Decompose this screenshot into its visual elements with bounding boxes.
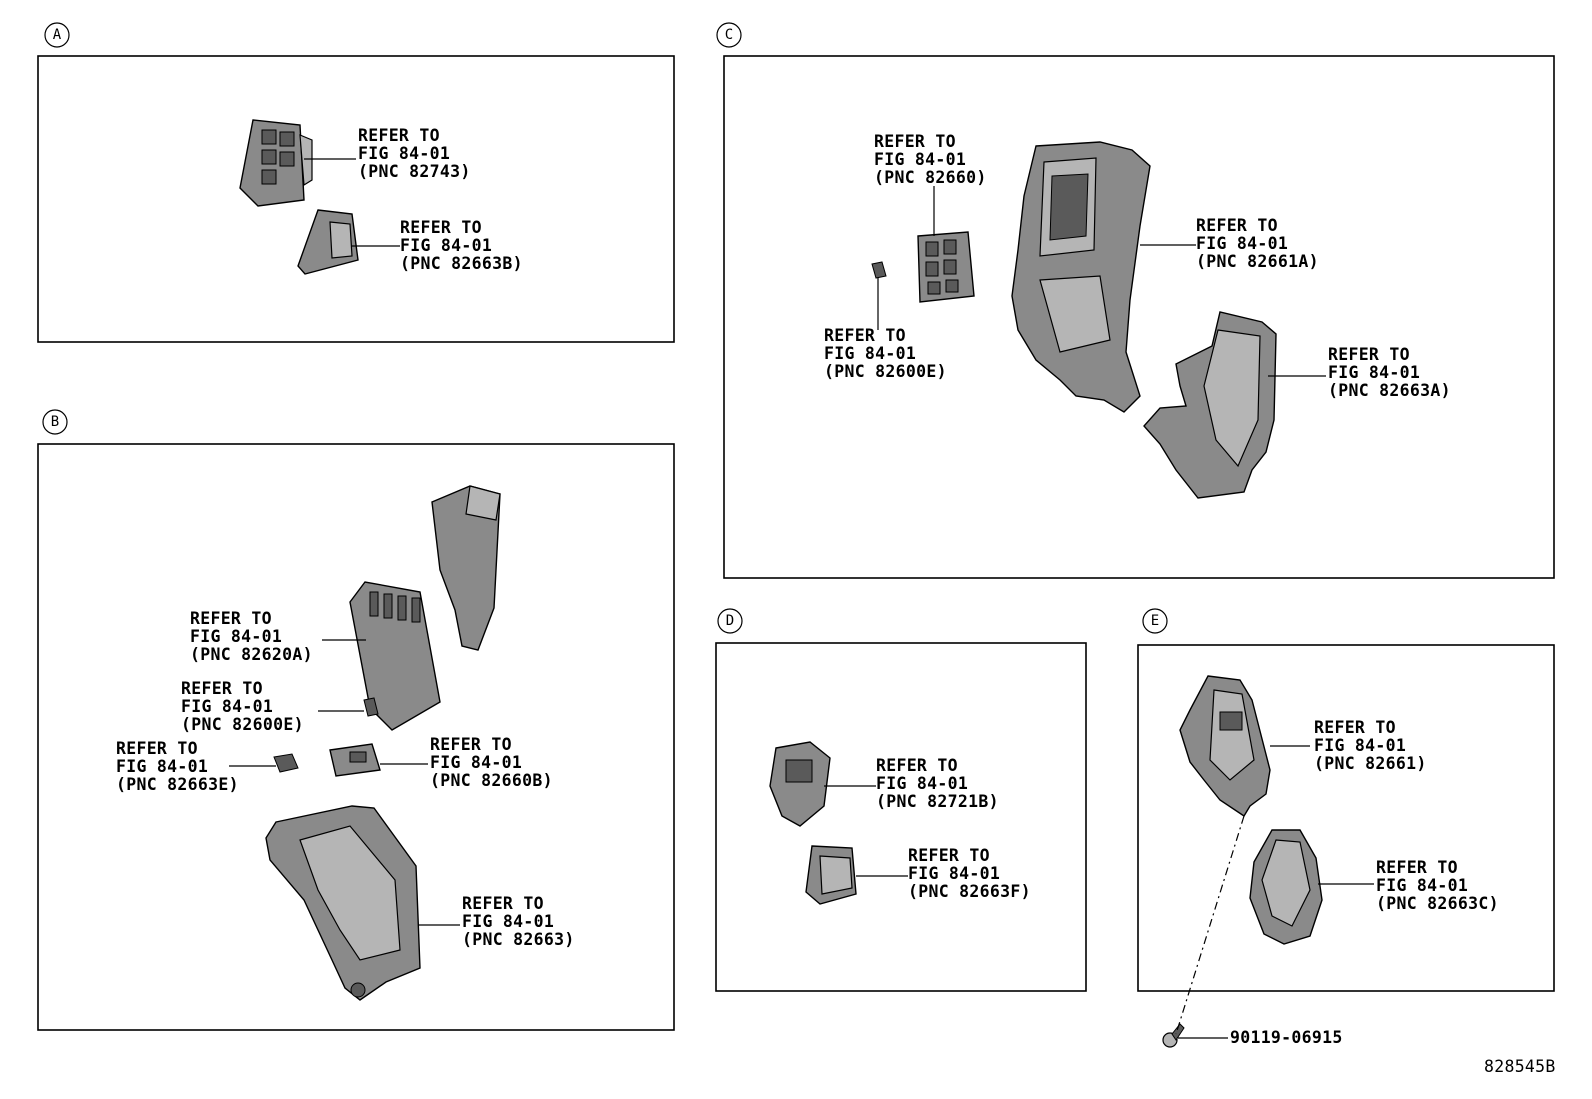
panel-e-frame bbox=[1137, 644, 1555, 992]
relay-block-82660 bbox=[917, 231, 975, 303]
junction-box-82661 bbox=[1179, 675, 1271, 817]
section-a-circle bbox=[44, 22, 70, 48]
panel-c-frame bbox=[723, 55, 1555, 579]
relay-block-82743 bbox=[239, 119, 313, 207]
junction-block-top-b bbox=[431, 485, 501, 651]
lower-box-82663 bbox=[265, 805, 421, 1001]
relay-82660b bbox=[329, 743, 381, 777]
junction-box-82661a bbox=[1011, 141, 1151, 413]
section-c-circle bbox=[716, 22, 742, 48]
section-e-label: E bbox=[1150, 613, 1160, 629]
bolt-90119-06915 bbox=[1162, 1023, 1185, 1048]
relay-block-82620a bbox=[349, 581, 441, 731]
clip-82600e-c bbox=[871, 261, 887, 279]
drawing-number: 828545B bbox=[1484, 1057, 1556, 1076]
section-d-label: D bbox=[725, 613, 735, 629]
relay-holder-82721b bbox=[769, 741, 831, 827]
section-d-circle bbox=[717, 608, 743, 634]
panel-d-frame bbox=[715, 642, 1087, 992]
panel-b-frame bbox=[37, 443, 675, 1031]
bolt-part-number: 90119-06915 bbox=[1230, 1028, 1343, 1047]
section-e-circle bbox=[1142, 608, 1168, 634]
clip-82600e-b bbox=[363, 697, 379, 717]
cover-82663b bbox=[297, 209, 359, 275]
cover-82663c bbox=[1249, 829, 1323, 945]
cover-82663a bbox=[1143, 311, 1277, 499]
bolt-install-line bbox=[1175, 815, 1245, 1035]
connector-82663e bbox=[273, 753, 299, 773]
panel-a-frame bbox=[37, 55, 675, 343]
cover-82663f bbox=[805, 845, 857, 905]
section-a-label: A bbox=[52, 27, 62, 43]
section-b-label: B bbox=[50, 414, 60, 430]
section-c-label: C bbox=[724, 27, 734, 43]
section-b-circle bbox=[42, 409, 68, 435]
